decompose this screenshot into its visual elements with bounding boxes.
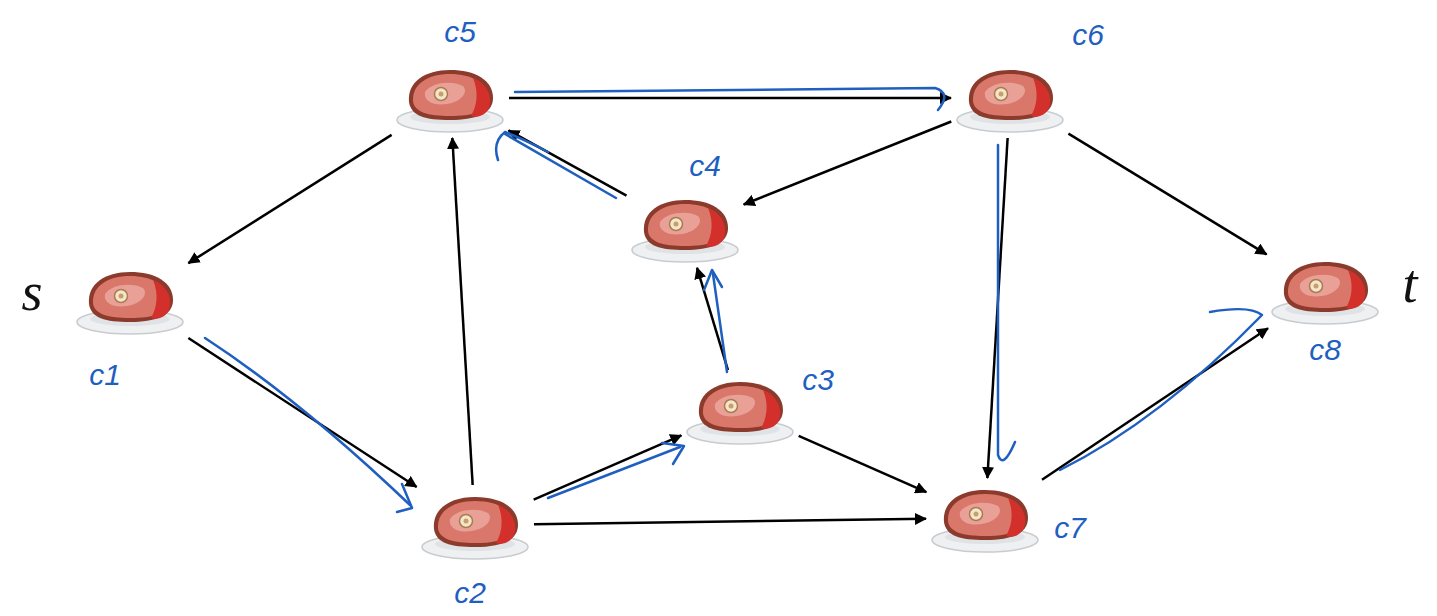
ham-picture bbox=[397, 70, 503, 132]
ham-node: tc8 bbox=[1270, 254, 1380, 326]
node-label: c5 bbox=[444, 17, 476, 47]
pen-stroke bbox=[998, 145, 1015, 460]
ham-picture bbox=[1272, 262, 1378, 324]
pen-stroke bbox=[704, 270, 722, 290]
ham-picture bbox=[422, 497, 528, 559]
ham-node: c2 bbox=[420, 489, 530, 561]
ham-picture bbox=[632, 200, 738, 262]
ham-node: c6 bbox=[955, 62, 1065, 134]
ham-picture bbox=[685, 374, 795, 446]
pen-stroke bbox=[205, 338, 410, 505]
ham-picture bbox=[395, 62, 505, 134]
ham-node: sc1 bbox=[75, 264, 185, 336]
ham-picture bbox=[957, 70, 1063, 132]
node-label: c1 bbox=[89, 360, 121, 390]
label-holder: c4 bbox=[689, 151, 721, 181]
pen-stroke bbox=[1060, 309, 1262, 470]
ham-node: c5 bbox=[395, 62, 505, 134]
pen-stroke bbox=[505, 134, 616, 198]
arrow-connector bbox=[744, 121, 952, 204]
pen-stroke bbox=[548, 447, 680, 498]
arrow-connector bbox=[534, 519, 926, 524]
ham-picture bbox=[687, 382, 793, 444]
arrow-connector bbox=[1068, 134, 1266, 255]
label-holder: t bbox=[1402, 257, 1417, 311]
terminal-letter: s bbox=[22, 265, 43, 319]
node-label: c3 bbox=[802, 365, 834, 395]
ham-picture bbox=[932, 490, 1038, 552]
pen-stroke bbox=[713, 274, 727, 372]
ham-picture bbox=[1270, 254, 1380, 326]
ham-node: c3 bbox=[685, 374, 795, 446]
node-label: c6 bbox=[1072, 20, 1104, 50]
arrow-connector bbox=[1042, 328, 1268, 480]
arrow-connector bbox=[534, 435, 682, 499]
arrow-connector bbox=[452, 138, 472, 485]
node-label: c7 bbox=[1054, 513, 1086, 543]
pen-stroke bbox=[662, 443, 684, 464]
node-label: c2 bbox=[454, 578, 486, 608]
label-holder: c8 bbox=[1309, 335, 1341, 365]
pen-stroke bbox=[515, 88, 944, 110]
pen-stroke bbox=[496, 132, 548, 160]
label-holder: c7 bbox=[1054, 513, 1086, 543]
arrow-connector bbox=[799, 436, 927, 492]
label-holder: c5 bbox=[444, 17, 476, 47]
label-holder: c1 bbox=[89, 360, 121, 390]
label-holder: c6 bbox=[1072, 20, 1104, 50]
ham-picture bbox=[77, 272, 183, 334]
ham-picture bbox=[75, 264, 185, 336]
ham-picture bbox=[630, 192, 740, 264]
label-holder: s bbox=[22, 265, 43, 319]
ham-node: c4 bbox=[630, 192, 740, 264]
ham-picture bbox=[955, 62, 1065, 134]
arrow-connector bbox=[188, 135, 391, 263]
ham-node: c7 bbox=[930, 482, 1040, 554]
ham-picture bbox=[420, 489, 530, 561]
label-holder: c2 bbox=[454, 578, 486, 608]
arrow-connector bbox=[188, 338, 416, 487]
ham-picture bbox=[930, 482, 1040, 554]
label-holder: c3 bbox=[802, 365, 834, 395]
terminal-letter: t bbox=[1402, 257, 1417, 311]
node-label: c4 bbox=[689, 151, 721, 181]
arrow-connector bbox=[509, 97, 951, 100]
node-label: c8 bbox=[1309, 335, 1341, 365]
pen-stroke bbox=[397, 484, 412, 512]
